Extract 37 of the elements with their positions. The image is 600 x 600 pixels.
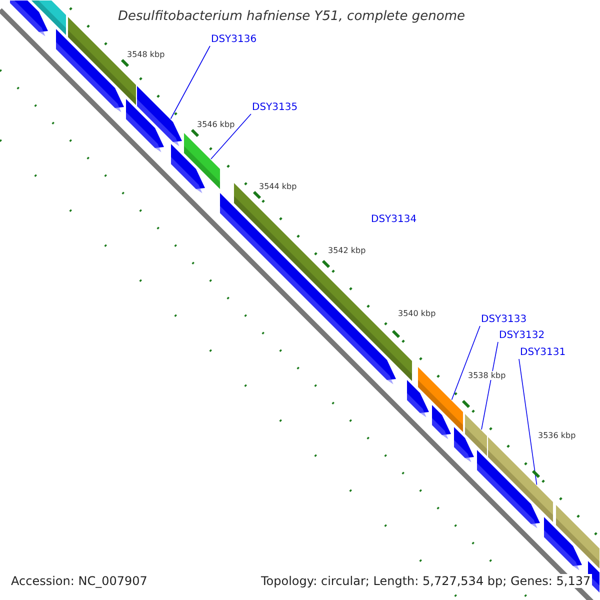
gene-block <box>454 427 474 462</box>
gene-block <box>171 144 205 194</box>
coordinate-label: 3538 kbp <box>467 371 507 380</box>
leader-line <box>210 114 252 160</box>
gene-block <box>432 405 451 440</box>
leader-line <box>481 342 498 430</box>
gene-block <box>407 380 429 418</box>
gene-bar <box>418 367 463 432</box>
gene-label: DSY3133 <box>481 314 527 325</box>
leader-line <box>518 358 538 486</box>
gene-block <box>10 0 48 36</box>
gene-label: DSY3135 <box>252 102 298 113</box>
coordinate-label: 3540 kbp <box>397 309 437 318</box>
coordinate-label: 3548 kbp <box>126 50 166 59</box>
gene-bar <box>184 133 220 189</box>
leader-line <box>170 46 210 120</box>
footer-text: Accession: NC_007907 <box>10 574 148 588</box>
leader-line <box>451 326 480 400</box>
gene-bar <box>465 414 487 456</box>
gene-block <box>477 450 540 528</box>
gene-bar <box>556 505 600 568</box>
gene-label: DSY3134 <box>370 214 418 225</box>
gene-block <box>137 86 182 146</box>
gene-bar <box>32 0 66 35</box>
coordinate-label: 3544 kbp <box>258 182 298 191</box>
chart-title: Desulfitobacterium hafniense Y51, complete genome <box>118 9 466 24</box>
coordinate-label: 3542 kbp <box>327 246 367 255</box>
gene-label: DSY3132 <box>499 330 545 341</box>
gene-label: DSY3131 <box>520 347 566 358</box>
gene-block <box>126 99 164 152</box>
gene-block <box>56 29 124 112</box>
coordinate-label: 3546 kbp <box>196 120 236 129</box>
gene-block <box>544 517 582 570</box>
footer-text: Topology: circular; Length: 5,727,534 bp; Genes: 5,137 <box>260 574 592 588</box>
gene-bar <box>488 437 553 522</box>
coordinate-label: 3536 kbp <box>537 431 577 440</box>
gene-label: DSY3136 <box>211 34 257 45</box>
